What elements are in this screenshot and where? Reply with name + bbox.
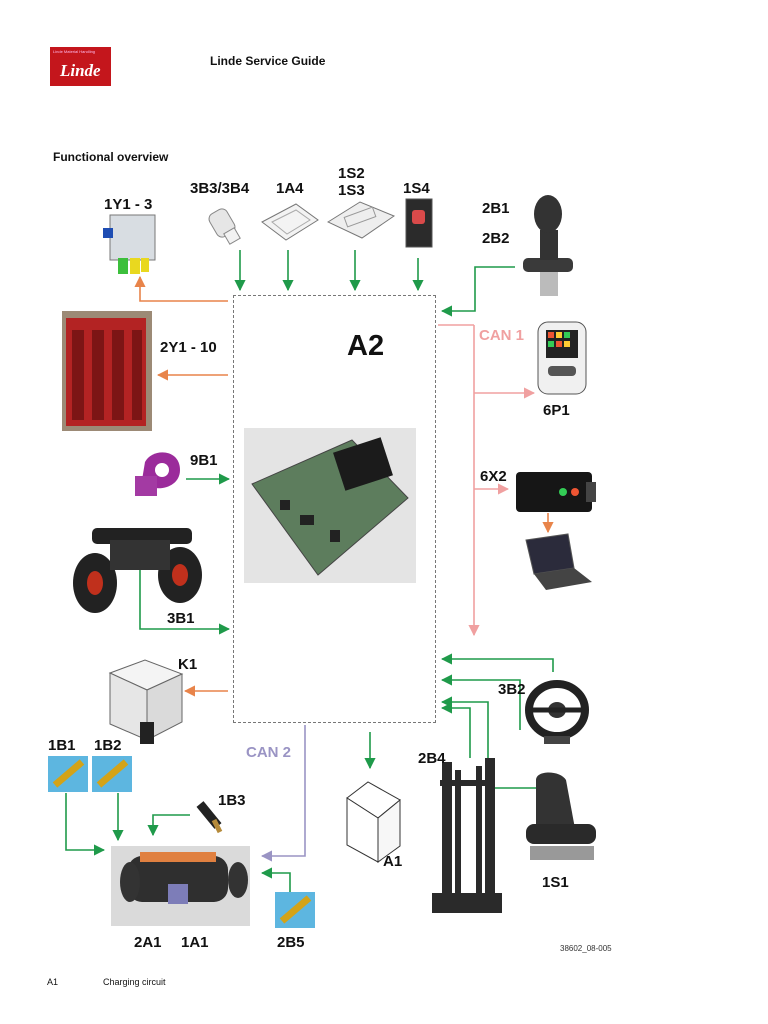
valve-block-1y1-icon (103, 214, 156, 274)
top-input-arrows (234, 250, 515, 317)
label-can1: CAN 1 (479, 327, 525, 344)
sensor-1b1-icon (48, 756, 88, 792)
label-2b1: 2B1 (482, 200, 510, 217)
charger-a1-icon (346, 781, 401, 863)
footer-description: Charging circuit (103, 977, 166, 987)
logo-subtitle: Linde Material Handling (53, 49, 96, 54)
label-3b3-3b4: 3B3/3B4 (190, 180, 250, 197)
laptop-icon (525, 533, 592, 590)
label-1s2: 1S2 (338, 165, 365, 182)
label-6x2: 6X2 (480, 468, 507, 485)
side-input-arrows (65, 473, 554, 892)
sensor-9b1-icon (135, 452, 180, 496)
section-title: Functional overview (53, 150, 169, 164)
seat-1s1-icon (526, 772, 596, 860)
logo-name: Linde (60, 61, 101, 80)
label-2b4: 2B4 (418, 750, 446, 767)
sensor-3b3-icon (208, 208, 241, 245)
label-1a4: 1A4 (276, 180, 304, 197)
label-1s1: 1S1 (542, 874, 569, 891)
mast-2b4-icon (432, 758, 502, 913)
label-9b1: 9B1 (190, 452, 218, 469)
label-2b2: 2B2 (482, 230, 510, 247)
label-a2: A2 (347, 330, 385, 362)
label-1s3: 1S3 (338, 182, 365, 199)
label-6p1: 6P1 (543, 402, 570, 419)
label-3b1: 3B1 (167, 610, 195, 627)
module-1a4-icon (261, 203, 319, 241)
steering-wheel-3b2-icon (525, 680, 589, 744)
label-a1: A1 (383, 853, 403, 870)
label-1s4: 1S4 (403, 180, 430, 197)
label-1b3: 1B3 (218, 792, 246, 809)
joystick-2b1-icon (523, 195, 573, 296)
label-3b2: 3B2 (498, 681, 526, 698)
linde-logo: Linde Material Handling Linde (50, 47, 111, 86)
label-2a1: 2A1 (134, 934, 162, 951)
label-can2: CAN 2 (246, 744, 292, 761)
label-1b1: 1B1 (48, 737, 76, 754)
switch-1s4-icon (405, 198, 433, 248)
adapter-6x2-icon (516, 472, 596, 512)
page-title: Linde Service Guide (210, 54, 326, 68)
label-2b5: 2B5 (277, 934, 305, 951)
valve-bank-2y1-icon (62, 311, 152, 431)
footer-ref: A1 (47, 977, 59, 987)
sensor-2b5-icon (275, 892, 315, 928)
axle-3b1-icon (73, 528, 202, 613)
figure-id: 38602_08-005 (560, 944, 612, 953)
contactor-k1-icon (108, 659, 184, 744)
can2-lines (260, 725, 306, 862)
label-2y1-10: 2Y1 - 10 (160, 339, 217, 356)
sensor-1b2-icon (92, 756, 132, 792)
pump-motor-2a1-icon (111, 846, 250, 926)
sensor-1b3-icon (196, 801, 223, 834)
keypad-1s2-icon (326, 201, 396, 239)
display-6p1-icon (537, 321, 587, 395)
label-k1: K1 (178, 656, 198, 673)
can1-lines (438, 324, 536, 637)
ecu-a2-frame (233, 295, 436, 723)
output-arrows (134, 275, 554, 697)
label-1b2: 1B2 (94, 737, 122, 754)
label-1a1: 1A1 (181, 934, 209, 951)
label-1y1-3: 1Y1 - 3 (104, 196, 153, 213)
ecu-board-a2-icon (244, 428, 416, 583)
